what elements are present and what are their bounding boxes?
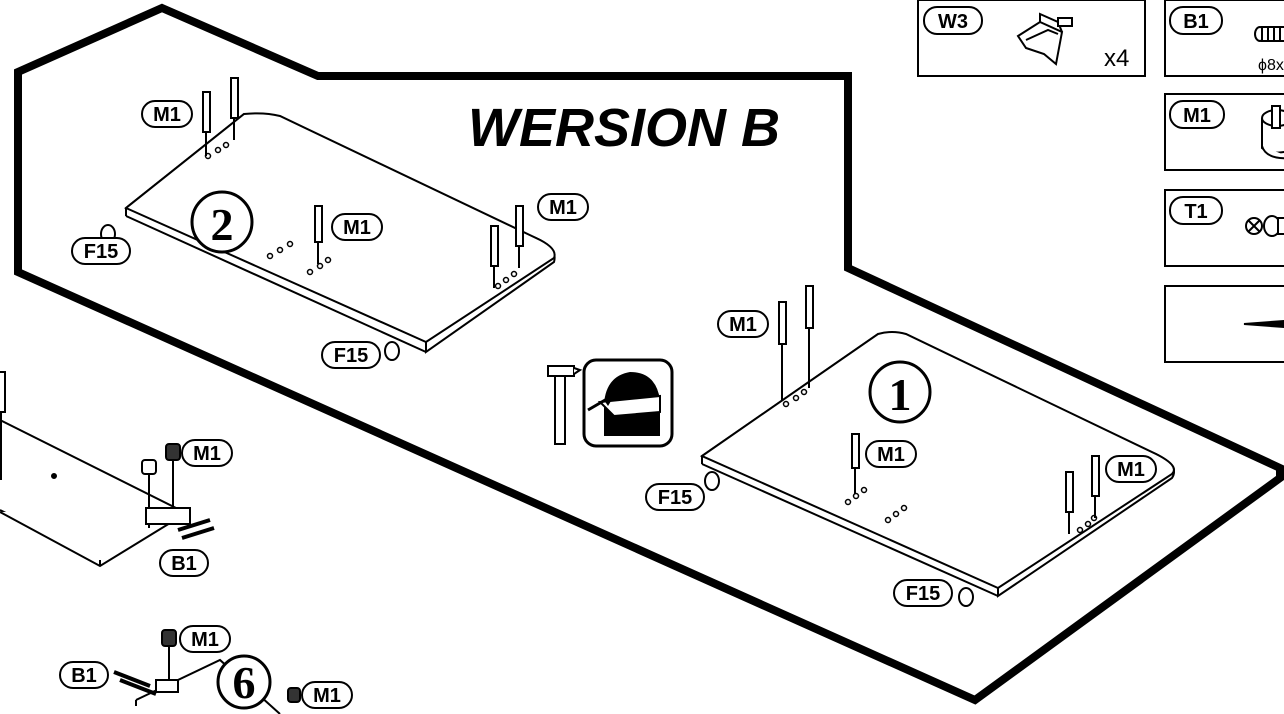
part-box-b1: B1 ϕ8x	[1164, 0, 1284, 77]
nail-icon	[1243, 319, 1284, 329]
bracket-icon	[1016, 12, 1073, 66]
callout-m1-text: M1	[1117, 459, 1145, 481]
callout-m1-text: M1	[193, 443, 221, 465]
step-1-number-circle	[868, 360, 932, 424]
cam-lock-icon	[1261, 105, 1284, 160]
part-label-m1: M1	[1183, 105, 1211, 127]
callout-m1-text: M1	[729, 314, 757, 336]
callout-b1-text: B1	[171, 553, 197, 575]
callout-f15: F15	[893, 579, 953, 607]
callout-m1: M1	[1105, 455, 1157, 483]
callout-m1: M1	[331, 213, 383, 241]
callout-m1: M1	[717, 310, 769, 338]
part-label-b1: B1	[1183, 11, 1209, 33]
callout-f15: F15	[321, 341, 381, 369]
callouts: M1 M1 M1 F15 F15 M1 M1 M1	[59, 100, 1157, 709]
step-1-wheels	[704, 471, 974, 607]
part-box-nail	[1164, 285, 1284, 363]
part-label-w3: W3	[938, 11, 968, 33]
callout-b1-text: B1	[71, 665, 97, 687]
callout-m1: M1	[537, 193, 589, 221]
callout-f15-text: F15	[906, 583, 940, 605]
step-2-number-circle	[190, 190, 254, 254]
callout-m1-text: M1	[549, 197, 577, 219]
part-label-t1: T1	[1184, 201, 1207, 223]
callout-m1-text: M1	[877, 444, 905, 466]
version-title: WERSION B	[468, 98, 780, 158]
callout-m1: M1	[141, 100, 193, 128]
step-1-pins	[778, 285, 1100, 534]
callout-b1: B1	[159, 549, 209, 577]
step-1-number: 1	[889, 369, 912, 420]
part-box-t1: T1	[1164, 189, 1284, 267]
step-2-number: 2	[211, 199, 234, 250]
left-pins	[0, 371, 57, 480]
hammer-icon	[547, 365, 583, 445]
callout-f15: F15	[645, 483, 705, 511]
callout-m1: M1	[301, 681, 353, 709]
left-cam-locks	[141, 443, 215, 540]
step-2-pins	[202, 77, 524, 288]
callout-b1: B1	[59, 661, 109, 689]
callout-m1: M1	[181, 439, 233, 467]
board-step-left	[0, 419, 191, 568]
callout-m1-text: M1	[313, 685, 341, 707]
step-6-number-circle	[216, 654, 272, 710]
dowel-icon	[1254, 26, 1284, 42]
board-step-1	[699, 331, 1175, 598]
part-size-b1: ϕ8x	[1258, 57, 1284, 74]
part-box-w3: W3 x4	[917, 0, 1146, 77]
callout-f15: F15	[71, 237, 131, 265]
callout-m1-text: M1	[343, 217, 371, 239]
step-6-fittings	[113, 629, 301, 703]
step-2-holes	[204, 141, 518, 290]
part-box-m1: M1	[1164, 93, 1284, 171]
callout-m1-text: M1	[153, 104, 181, 126]
callout-f15-text: F15	[658, 487, 692, 509]
cam-screw-icon	[1245, 215, 1284, 237]
callout-m1: M1	[179, 625, 231, 653]
callout-f15-text: F15	[84, 241, 118, 263]
part-quantity-w3: x4	[1104, 45, 1129, 72]
callout-m1: M1	[865, 440, 917, 468]
safety-goggles-icon	[582, 358, 674, 448]
callout-m1-text: M1	[191, 629, 219, 651]
step-6-number: 6	[233, 657, 256, 708]
version-b-outline	[14, 3, 1284, 705]
callout-f15-text: F15	[334, 345, 368, 367]
